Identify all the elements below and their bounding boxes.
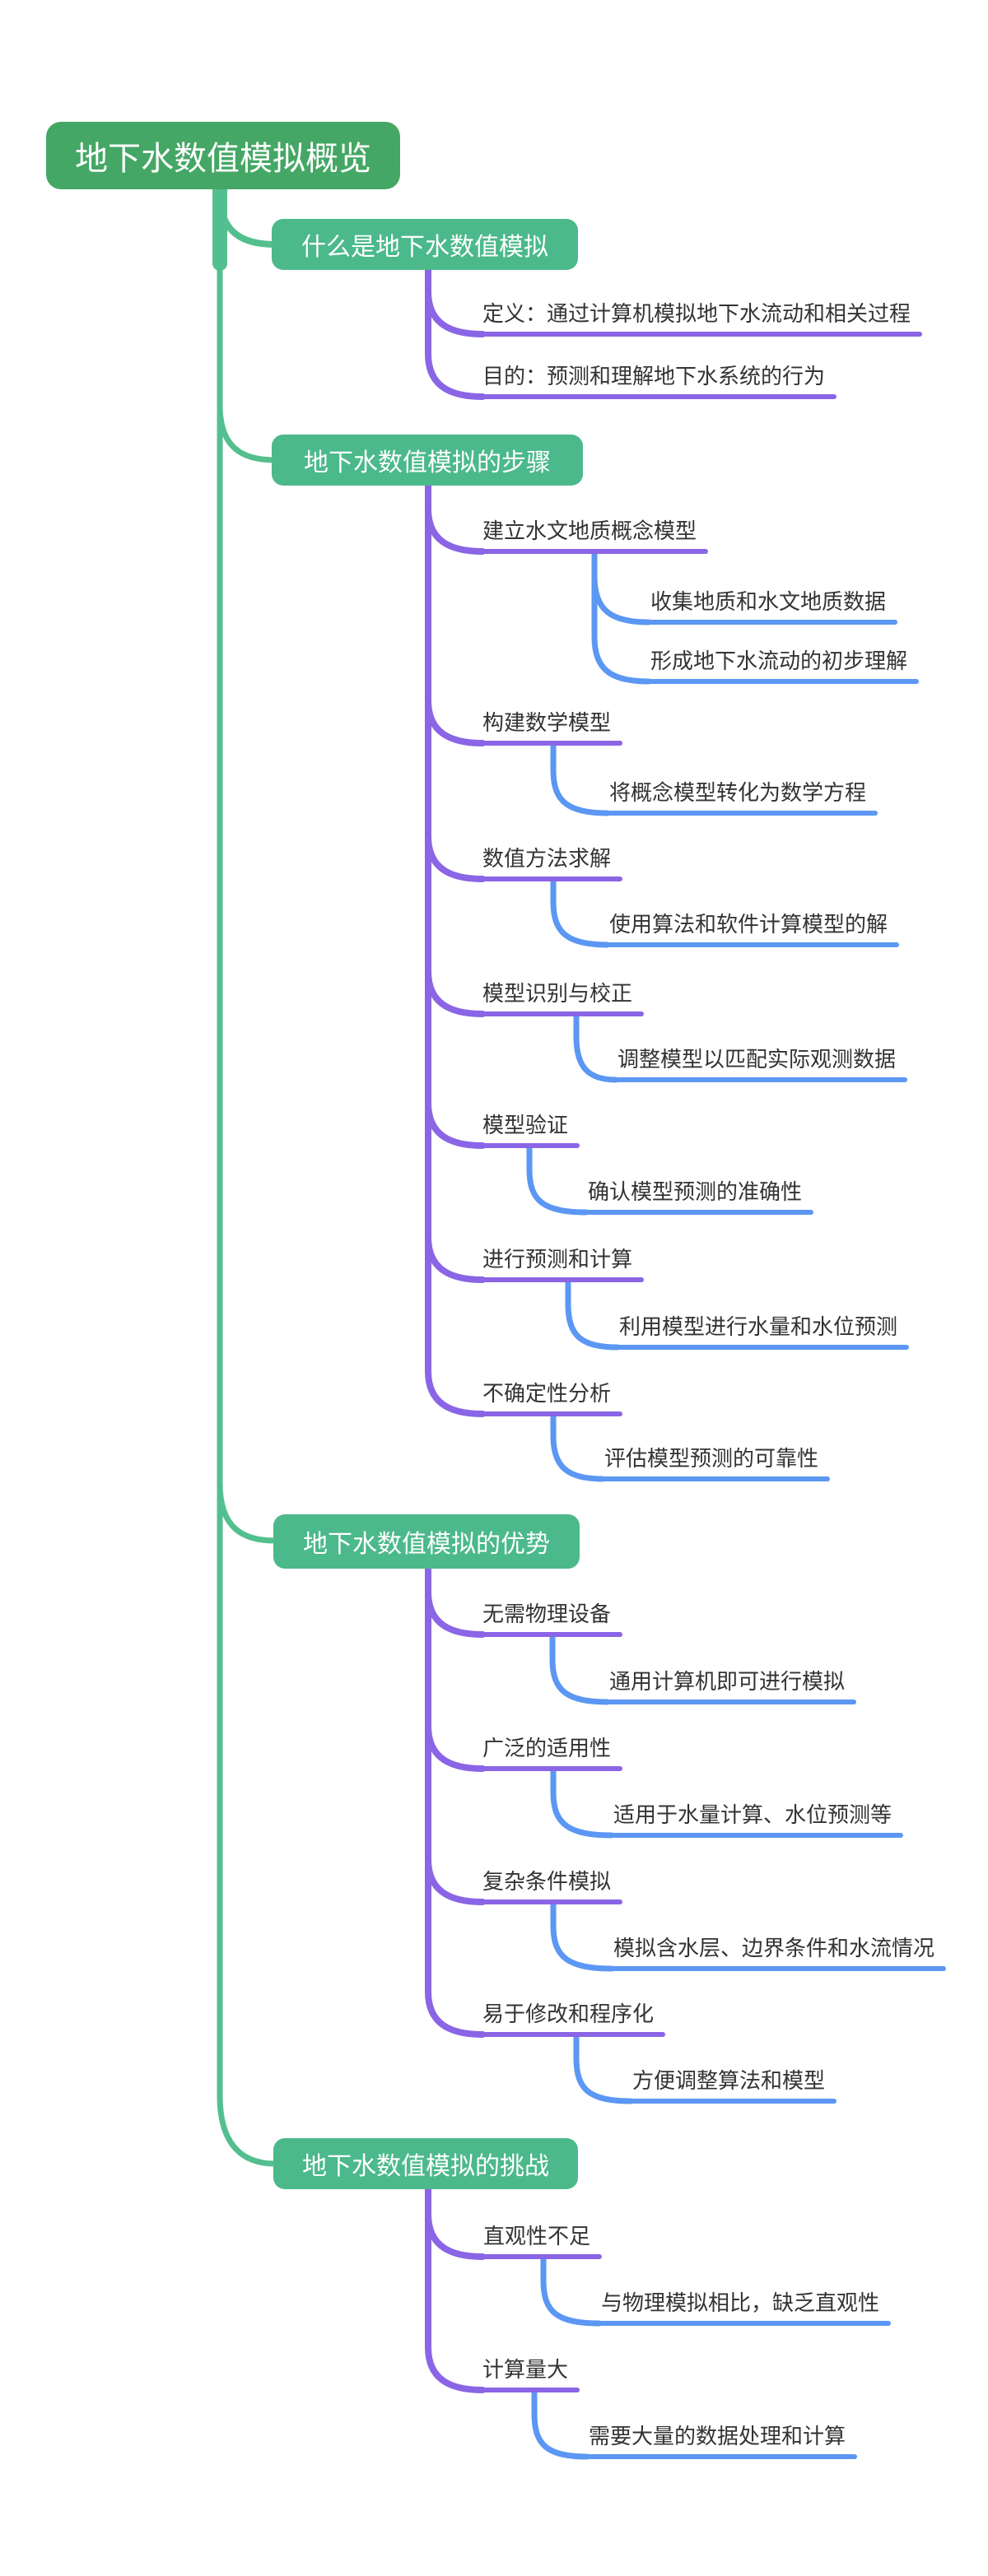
blue-connectors [526,550,652,2460]
branch-box-advantages[interactable]: 地下水数值模拟的优势 [273,1514,580,1569]
branch-box-what-is[interactable]: 什么是地下水数值模拟 [272,219,578,270]
trunk-line [217,244,278,2167]
branch-box-steps[interactable]: 地下水数值模拟的步骤 [272,435,583,486]
drop-2-5 [526,1145,590,1216]
subtopic-vs-physical[interactable]: 与物理模拟相比，缺乏直观性 [599,2288,892,2326]
topic-conceptual-model[interactable]: 建立水文地质概念模型 [481,516,709,554]
branch-curve-2 [217,402,278,463]
branch-curve-3 [217,1480,278,1544]
topic-easy-modification[interactable]: 易于修改和程序化 [481,1999,666,2037]
root-topic[interactable]: 地下水数值模拟概览 [46,122,400,189]
curve-2-3 [425,833,486,882]
spine-branch-2 [425,482,486,1417]
drop-2-2 [550,742,611,816]
curve-2-6 [425,1234,486,1283]
curve-3-3 [425,1856,486,1905]
subtopic-confirm-accuracy[interactable]: 确认模型预测的准确性 [586,1177,814,1215]
topic-complex-conditions[interactable]: 复杂条件模拟 [481,1867,623,1904]
spine-branch-1 [425,267,486,400]
drop-4-2 [531,2389,590,2460]
drop-2-1b [591,573,652,625]
subtopic-aquifer-boundary[interactable]: 模拟含水层、边界条件和水流情况 [612,1933,947,1971]
curve-2-4 [425,968,486,1017]
subtopic-adjust-model[interactable]: 调整模型以匹配实际观测数据 [616,1044,908,1082]
subtopic-water-prediction[interactable]: 利用模型进行水量和水位预测 [618,1312,910,1350]
topic-numerical-solution[interactable]: 数值方法求解 [481,844,623,881]
curve-4-1 [425,2211,486,2260]
curve-2-1 [425,505,486,555]
subtopic-convert-equations[interactable]: 将概念模型转化为数学方程 [608,778,878,816]
subtopic-algorithm-software[interactable]: 使用算法和软件计算模型的解 [608,909,900,947]
drop-2-3 [550,878,611,948]
curve-3-2 [425,1723,486,1772]
curve-3-1 [425,1588,486,1638]
topic-math-model[interactable]: 构建数学模型 [481,708,623,746]
topic-prediction[interactable]: 进行预测和计算 [481,1244,645,1282]
topic-no-physical-equipment[interactable]: 无需物理设备 [481,1599,623,1637]
topic-heavy-computation[interactable]: 计算量大 [481,2355,580,2392]
spine-branch-3 [425,1565,486,2038]
branch-curve-1 [217,190,278,248]
topic-definition[interactable]: 定义：通过计算机模拟地下水流动和相关过程 [481,299,923,337]
drop-2-6 [565,1279,621,1351]
drop-4-1 [540,2256,603,2327]
branch-box-challenges[interactable]: 地下水数值模拟的挑战 [273,2138,578,2189]
topic-uncertainty[interactable]: 不确定性分析 [481,1379,623,1416]
topic-purpose[interactable]: 目的：预测和理解地下水系统的行为 [481,361,837,399]
topic-lack-intuitiveness[interactable]: 直观性不足 [482,2221,603,2259]
spine-branch-4 [425,2186,486,2393]
drop-2-7 [550,1413,606,1482]
subtopic-data-processing[interactable]: 需要大量的数据处理和计算 [587,2421,858,2459]
drop-2-1 [591,550,652,685]
green-connectors [212,180,278,2167]
topic-calibration[interactable]: 模型识别与校正 [481,979,645,1016]
curve-2-5 [425,1100,486,1149]
topic-validation[interactable]: 模型验证 [481,1110,580,1148]
drop-3-4 [573,2034,634,2104]
subtopic-adjust-algorithms[interactable]: 方便调整算法和模型 [631,2066,837,2104]
subtopic-collect-data[interactable]: 收集地质和水文地质数据 [649,587,898,625]
drop-2-4 [573,1013,619,1083]
subtopic-applicable-scenarios[interactable]: 适用于水量计算、水位预测等 [612,1800,904,1838]
curve-2-2 [425,697,486,746]
drop-3-2 [550,1768,615,1839]
subtopic-initial-understanding[interactable]: 形成地下水流动的初步理解 [649,646,920,684]
purple-connectors [425,267,486,2393]
subtopic-general-computer[interactable]: 通用计算机即可进行模拟 [608,1667,857,1704]
curve-1-1 [425,288,486,337]
topic-wide-applicability[interactable]: 广泛的适用性 [481,1733,623,1771]
drop-3-1 [549,1634,611,1705]
drop-3-3 [550,1901,615,1972]
subtopic-reliability[interactable]: 评估模型预测的可靠性 [603,1444,831,1481]
